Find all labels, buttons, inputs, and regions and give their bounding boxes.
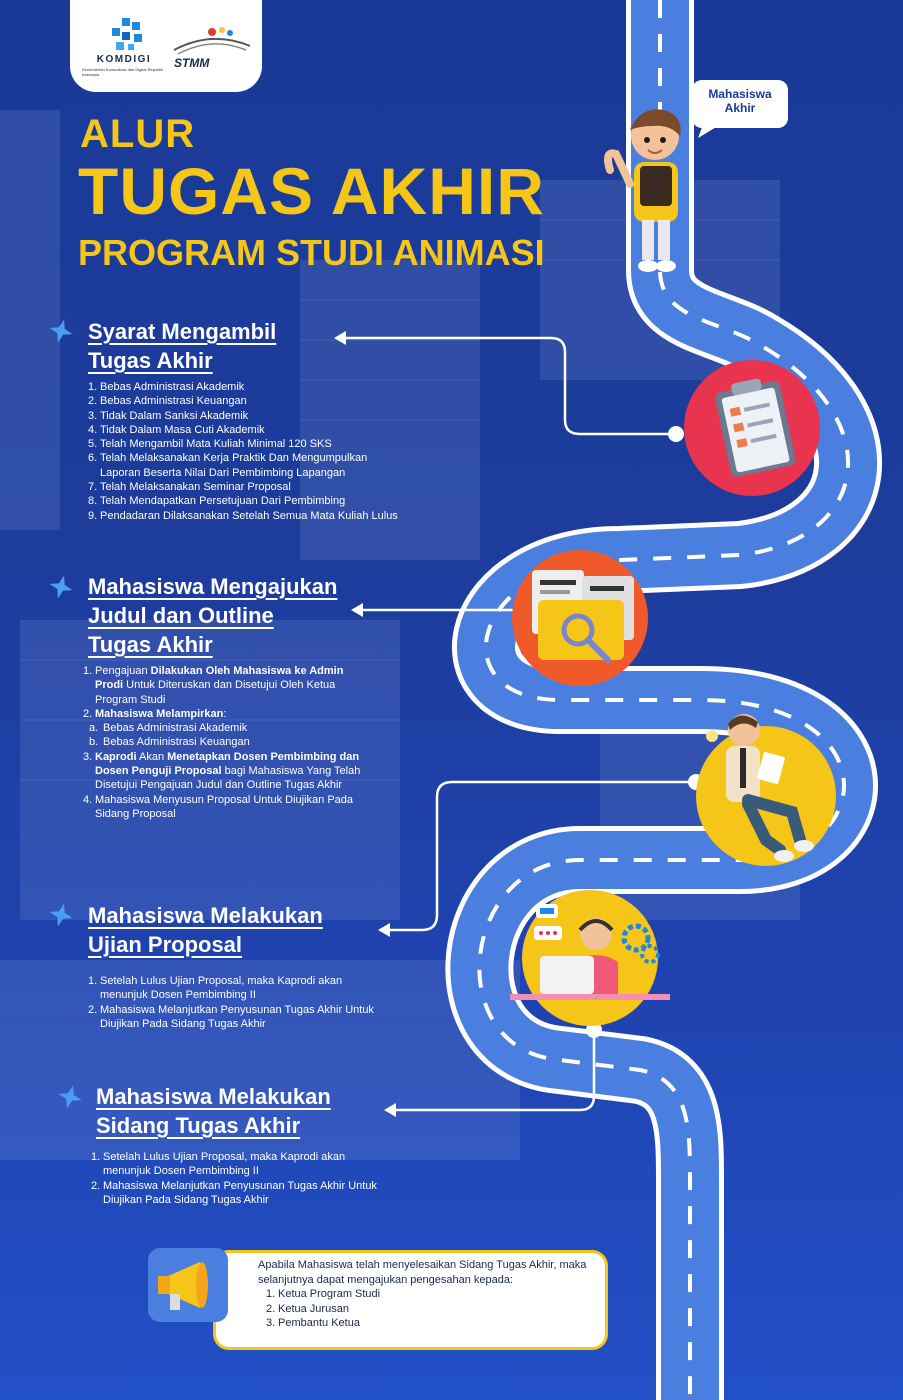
list-item: 3.Kaprodi Akan Menetapkan Dosen Pembimbi… bbox=[83, 750, 361, 792]
section4-title-line1: Mahasiswa Melakukan bbox=[96, 1084, 331, 1109]
list-item: 1.Pengajuan Dilakukan Oleh Mahasiswa ke … bbox=[83, 665, 344, 706]
list-item: 9.Pendadaran Dilaksanakan Setelah Semua … bbox=[88, 509, 398, 522]
list-item: 7.Telah Melaksanakan Seminar Proposal bbox=[88, 481, 291, 494]
list-item: 4.Tidak Dalam Masa Cuti Akademik bbox=[88, 423, 265, 436]
section1-list: 1.Bebas Administrasi Akademik 2.Bebas Ad… bbox=[88, 380, 398, 523]
list-subitem: b.Bebas Administrasi Keuangan bbox=[89, 736, 250, 749]
section4-list: 1.Setelah Lulus Ujian Proposal, maka Kap… bbox=[91, 1150, 381, 1207]
final-intro: Apabila Mahasiswa telah menyelesaikan Si… bbox=[258, 1259, 587, 1286]
student-character-icon bbox=[604, 109, 681, 272]
list-item: 2.Bebas Administrasi Keuangan bbox=[88, 395, 247, 408]
komdigi-logo bbox=[112, 18, 142, 50]
section2-title-line2: Judul dan Outline bbox=[88, 603, 274, 628]
list-item: 2.Mahasiswa Melanjutkan Penyusunan Tugas… bbox=[91, 1179, 377, 1206]
customer-service-icon bbox=[510, 904, 670, 1000]
list-item: 1.Ketua Program Studi bbox=[266, 1288, 381, 1300]
list-item: 3.Pembantu Ketua bbox=[266, 1317, 360, 1329]
clipboard-icon bbox=[715, 378, 796, 477]
stmm-logo-text: STMM bbox=[174, 56, 210, 70]
logo-card: KOMDIGI Kementerian Komunikasi dan Digit… bbox=[70, 0, 262, 92]
list-item: 2.Ketua Jurusan bbox=[266, 1302, 349, 1315]
section1-title-line2: Tugas Akhir bbox=[88, 348, 213, 373]
section1-title-line1: Syarat Mengambil bbox=[88, 319, 277, 344]
list-item: 1.Bebas Administrasi Akademik bbox=[88, 381, 245, 393]
section4-title: Mahasiswa Melakukan Sidang Tugas Akhir bbox=[96, 1082, 386, 1140]
list-item: 2.Mahasiswa Melampirkan: bbox=[83, 707, 227, 720]
speech-bubble-line2: Akhir bbox=[724, 101, 756, 115]
komdigi-logo-subtitle: Kementerian Komunikasi dan Digital Repub… bbox=[82, 67, 164, 77]
section1-title: Syarat Mengambil Tugas Akhir bbox=[88, 317, 328, 375]
thinking-student-icon bbox=[706, 714, 814, 862]
list-item: 1.Setelah Lulus Ujian Proposal, maka Kap… bbox=[91, 1151, 346, 1178]
komdigi-logo-text: KOMDIGI bbox=[96, 54, 152, 65]
section2-title-line3: Tugas Akhir bbox=[88, 632, 213, 657]
list-item: 5.Telah Mengambil Mata Kuliah Minimal 12… bbox=[88, 438, 332, 451]
folder-search-icon bbox=[532, 570, 634, 663]
section2-title-line1: Mahasiswa Mengajukan bbox=[88, 574, 338, 599]
list-item: 3.Tidak Dalam Sanksi Akademik bbox=[88, 409, 249, 422]
speech-bubble: Mahasiswa Akhir bbox=[692, 80, 788, 128]
title-program-studi: PROGRAM STUDI ANIMASI bbox=[78, 232, 545, 273]
speech-bubble-line1: Mahasiswa bbox=[708, 87, 772, 101]
section4-title-line2: Sidang Tugas Akhir bbox=[96, 1113, 301, 1138]
section3-title-line1: Mahasiswa Melakukan bbox=[88, 903, 323, 928]
section2-title: Mahasiswa Mengajukan Judul dan Outline T… bbox=[88, 572, 378, 659]
section2-list: 1.Pengajuan Dilakukan Oleh Mahasiswa ke … bbox=[83, 664, 373, 821]
section3-title: Mahasiswa Melakukan Ujian Proposal bbox=[88, 901, 378, 959]
star-icon bbox=[49, 903, 73, 927]
list-item: 1.Setelah Lulus Ujian Proposal, maka Kap… bbox=[88, 975, 343, 1002]
list-item: 6.Telah Melaksanakan Kerja Praktik Dan M… bbox=[88, 452, 368, 479]
final-list: 1.Ketua Program Studi 2.Ketua Jurusan 3.… bbox=[258, 1287, 598, 1331]
list-item: 4.Mahasiswa Menyusun Proposal Untuk Diuj… bbox=[83, 793, 354, 820]
star-icon bbox=[49, 575, 73, 599]
section3-title-line2: Ujian Proposal bbox=[88, 932, 243, 957]
title-alur: ALUR bbox=[80, 112, 196, 156]
list-subitem: a.Bebas Administrasi Akademik bbox=[89, 722, 248, 735]
section3-list: 1.Setelah Lulus Ujian Proposal, maka Kap… bbox=[88, 974, 378, 1031]
star-icon bbox=[49, 319, 73, 343]
star-icon bbox=[58, 1085, 82, 1109]
title-tugas-akhir: TUGAS AKHIR bbox=[78, 154, 545, 228]
megaphone-icon bbox=[148, 1248, 228, 1322]
final-info-text: Apabila Mahasiswa telah menyelesaikan Si… bbox=[258, 1258, 598, 1331]
stmm-logo bbox=[173, 27, 251, 55]
final-info-box bbox=[213, 1250, 608, 1350]
list-item: 8.Telah Mendapatkan Persetujuan Dari Pem… bbox=[88, 495, 346, 508]
list-item: 2.Mahasiswa Melanjutkan Penyusunan Tugas… bbox=[88, 1003, 374, 1030]
